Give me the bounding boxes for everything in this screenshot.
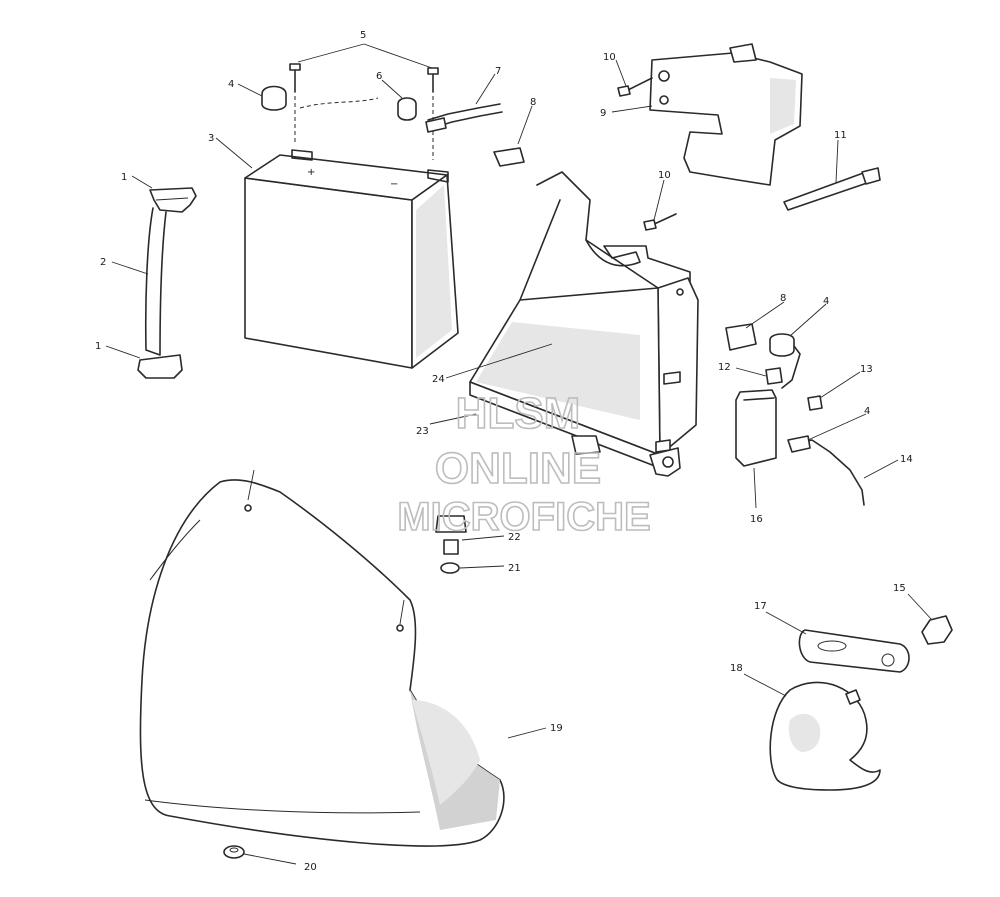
leader-lines [105, 43, 933, 865]
callout-3: 3 [208, 133, 214, 144]
callout-13: 13 [860, 364, 873, 375]
wing-nut [435, 515, 467, 574]
bolts-10 [617, 77, 677, 231]
watermark-line1: HLSM [456, 389, 581, 438]
callout-12: 12 [718, 362, 731, 373]
cable-tie [783, 167, 881, 211]
callout-9: 9 [600, 108, 606, 119]
watermark: HLSM ONLINE MICROFICHE [397, 388, 652, 540]
callout-16: 16 [750, 514, 763, 525]
battery: + − [244, 149, 459, 369]
callout-1-top: 1 [121, 172, 127, 183]
callout-19: 19 [550, 723, 563, 734]
callout-11: 11 [834, 130, 847, 141]
callout-23: 23 [416, 426, 429, 437]
relay-hardware [655, 323, 865, 506]
horn-assembly [769, 615, 953, 791]
callout-24: 24 [432, 374, 445, 385]
callout-22: 22 [508, 532, 521, 543]
grommet [223, 845, 245, 859]
callout-5: 5 [360, 30, 366, 41]
callout-15: 15 [893, 583, 906, 594]
svg-text:+: + [307, 167, 315, 178]
callout-6: 6 [376, 71, 382, 82]
callout-14: 14 [900, 454, 913, 465]
callout-17: 17 [754, 601, 767, 612]
callout-4-cap: 4 [228, 79, 234, 90]
callout-21: 21 [508, 563, 521, 574]
callout-10-mid: 10 [658, 170, 671, 181]
callout-7: 7 [495, 66, 501, 77]
terminal-hardware [261, 63, 503, 160]
callout-4-right: 4 [823, 296, 829, 307]
callout-10-top: 10 [603, 52, 616, 63]
battery-box [469, 147, 699, 477]
upper-bracket [649, 43, 803, 186]
callout-1-bottom: 1 [95, 341, 101, 352]
svg-text:−: − [390, 179, 398, 190]
callouts: 1 2 1 3 4 5 6 7 8 10 9 11 10 8 4 12 13 4… [95, 30, 913, 873]
callout-2: 2 [100, 257, 106, 268]
callout-4-lower: 4 [864, 406, 870, 417]
callout-8-top: 8 [530, 97, 536, 108]
callout-18: 18 [730, 663, 743, 674]
watermark-line2: ONLINE [435, 444, 601, 493]
callout-20: 20 [304, 862, 317, 873]
watermark-line3: MICROFICHE [397, 495, 650, 539]
callout-8-right: 8 [780, 293, 786, 304]
battery-strap [137, 187, 197, 379]
fairing-cover [139, 479, 505, 847]
